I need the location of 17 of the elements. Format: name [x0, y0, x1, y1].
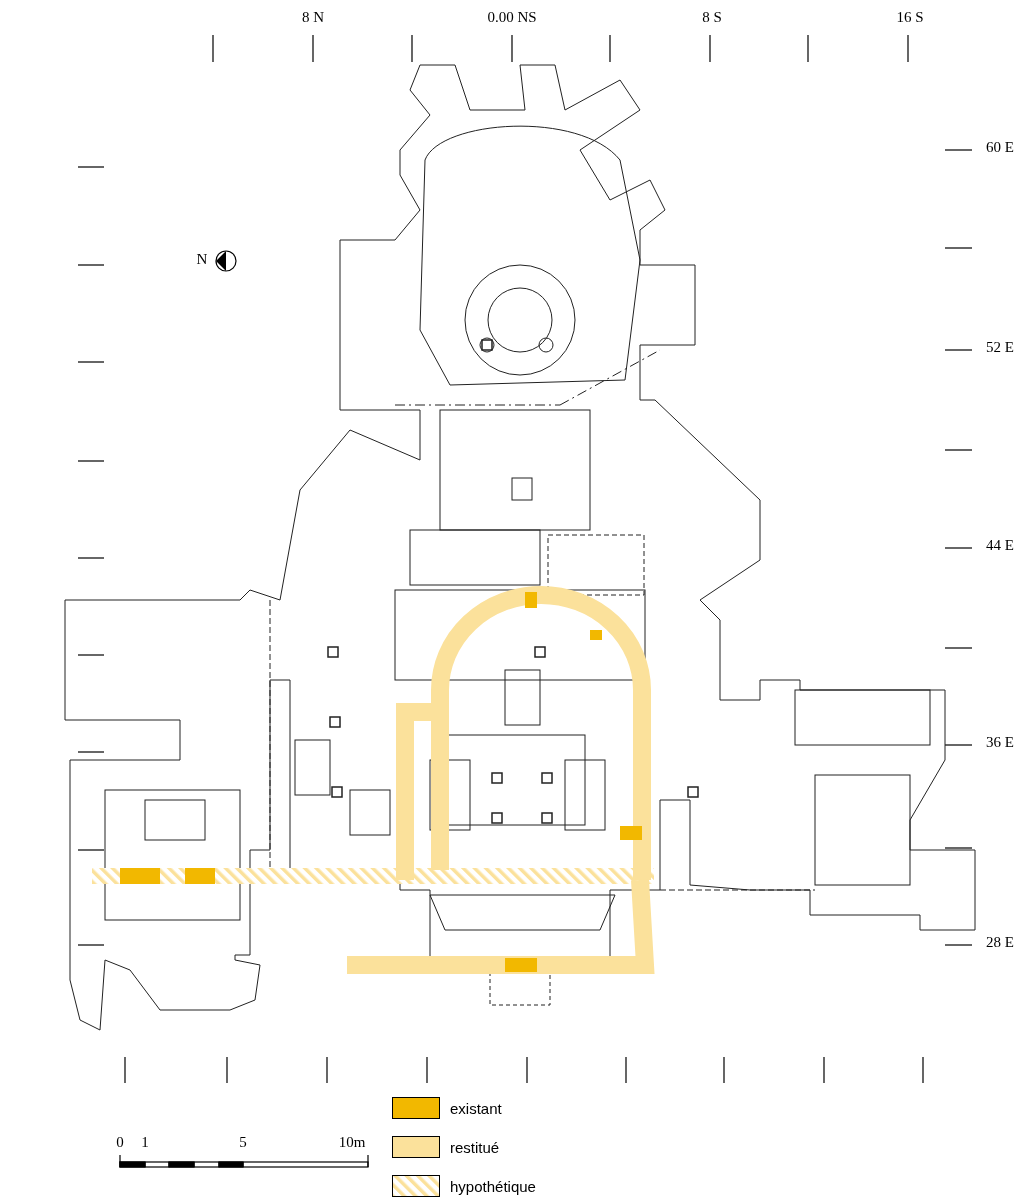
grid-label: 16 S [896, 10, 924, 25]
grid-label: 0.00 NS [487, 10, 537, 25]
legend-label: hypothétique [450, 1178, 536, 1194]
grid-label: 8 N [301, 10, 325, 25]
grid-label: 8 S [702, 10, 722, 25]
grid-label: 1 [141, 1135, 149, 1150]
grid-label: N [196, 252, 208, 267]
grid-label: 60 E [986, 140, 1014, 155]
grid-label: 5 [239, 1135, 247, 1150]
grid-label: 52 E [986, 340, 1014, 355]
legend-label: restitué [450, 1139, 500, 1155]
grid-label: 36 E [986, 735, 1014, 750]
legend-label: existant [450, 1100, 502, 1116]
grid-label: 0 [116, 1135, 124, 1150]
grid-label: 10m [338, 1135, 366, 1150]
grid-label: 44 E [986, 538, 1014, 553]
grid-label: 28 E [986, 935, 1014, 950]
